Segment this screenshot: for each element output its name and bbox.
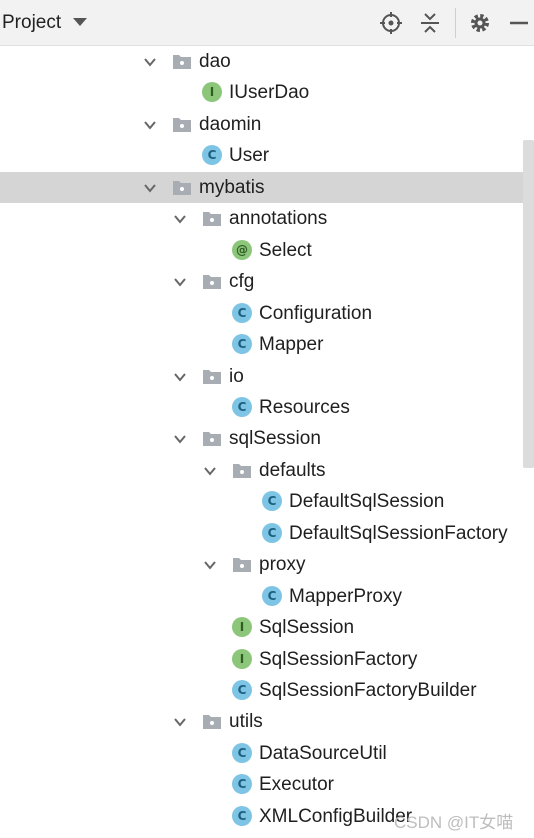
tree-item-label: Select bbox=[259, 239, 312, 261]
tree-item-label: MapperProxy bbox=[289, 585, 402, 607]
class-icon: C bbox=[232, 680, 252, 700]
gear-icon[interactable] bbox=[468, 11, 492, 35]
chevron-down-icon[interactable] bbox=[173, 715, 187, 729]
chevron-down-icon[interactable] bbox=[203, 464, 217, 478]
chevron-down-icon[interactable] bbox=[203, 558, 217, 572]
tree-item-label: cfg bbox=[229, 271, 255, 293]
tree-item-label: SqlSessionFactoryBuilder bbox=[259, 680, 477, 701]
class-icon: C bbox=[232, 774, 252, 795]
package-folder-icon bbox=[173, 55, 191, 69]
minimize-icon[interactable] bbox=[507, 11, 531, 35]
tree-file-row[interactable]: C Configuration bbox=[0, 298, 534, 329]
chevron-down-icon[interactable] bbox=[143, 55, 157, 69]
tree-file-row[interactable]: C SqlSessionFactoryBuilder bbox=[0, 675, 534, 706]
tree-folder-row[interactable]: annotations bbox=[0, 203, 534, 234]
annotation-icon: @ bbox=[232, 239, 252, 260]
tree-item-label: DefaultSqlSession bbox=[289, 491, 445, 513]
interface-icon: I bbox=[232, 617, 252, 638]
tree-file-row[interactable]: C DefaultSqlSession bbox=[0, 486, 534, 517]
class-icon: C bbox=[232, 302, 252, 323]
toolbar-separator bbox=[455, 8, 456, 38]
tree-item-label: mybatis bbox=[199, 176, 265, 198]
tree-item-label: proxy bbox=[259, 554, 306, 576]
tree-file-row[interactable]: I IUserDao bbox=[0, 77, 534, 108]
chevron-down-icon[interactable] bbox=[173, 212, 187, 226]
package-folder-icon bbox=[203, 432, 221, 447]
tree-item-label: IUserDao bbox=[229, 82, 310, 104]
tree-item-label: annotations bbox=[229, 208, 328, 230]
class-icon: C bbox=[232, 396, 252, 417]
tree-file-row[interactable]: C XMLConfigBuilder bbox=[0, 801, 534, 832]
class-icon: C bbox=[232, 805, 252, 826]
tree-folder-row[interactable]: io bbox=[0, 361, 534, 392]
tree-item-label: defaults bbox=[259, 459, 326, 481]
tree-folder-row[interactable]: mybatis bbox=[0, 171, 534, 203]
class-icon: C bbox=[232, 742, 252, 763]
interface-icon: I bbox=[232, 648, 252, 669]
tree-folder-row[interactable]: cfg bbox=[0, 266, 534, 297]
package-folder-icon bbox=[233, 463, 251, 478]
tree-item-label: SqlSession bbox=[259, 617, 355, 639]
tree-file-row[interactable]: C DataSourceUtil bbox=[0, 738, 534, 769]
tree-item-label: SqlSessionFactory bbox=[259, 648, 418, 670]
package-folder-icon bbox=[203, 715, 221, 730]
tree-item-label: sqlSession bbox=[229, 428, 321, 450]
chevron-down-icon[interactable] bbox=[173, 432, 187, 446]
tree-item-label: Mapper bbox=[259, 334, 324, 356]
tree-item-label: Executor bbox=[259, 774, 334, 796]
chevron-down-icon[interactable] bbox=[173, 275, 187, 289]
package-folder-icon bbox=[203, 212, 221, 227]
tree-item-label: Resources bbox=[259, 396, 350, 418]
tree-item-label: dao bbox=[199, 51, 231, 72]
project-view-title[interactable]: Project bbox=[2, 12, 62, 33]
tree-folder-row[interactable]: defaults bbox=[0, 455, 534, 486]
tree-item-label: DefaultSqlSessionFactory bbox=[289, 522, 508, 544]
tree-file-row[interactable]: C DefaultSqlSessionFactory bbox=[0, 518, 534, 549]
tree-folder-row[interactable]: sqlSession bbox=[0, 423, 534, 454]
class-icon: C bbox=[262, 491, 282, 512]
chevron-down-icon[interactable] bbox=[143, 118, 157, 132]
locate-icon[interactable] bbox=[379, 11, 403, 35]
interface-icon: I bbox=[202, 82, 222, 103]
class-icon: C bbox=[262, 522, 282, 543]
tree-folder-row[interactable]: daomin bbox=[0, 109, 534, 140]
tree-item-label: utils bbox=[229, 711, 263, 733]
tree-file-row[interactable]: C User bbox=[0, 140, 534, 171]
package-folder-icon bbox=[203, 369, 221, 384]
class-icon: C bbox=[202, 145, 222, 166]
vertical-scrollbar[interactable] bbox=[523, 140, 534, 468]
tree-item-label: daomin bbox=[199, 113, 262, 135]
tree-file-row[interactable]: I SqlSessionFactory bbox=[0, 644, 534, 675]
package-folder-icon bbox=[173, 117, 191, 132]
class-icon: C bbox=[232, 334, 252, 355]
tree-file-row[interactable]: C MapperProxy bbox=[0, 581, 534, 612]
tree-folder-row[interactable]: dao bbox=[0, 46, 534, 77]
tree-folder-row[interactable]: utils bbox=[0, 706, 534, 737]
tree-file-row[interactable]: @ Select bbox=[0, 235, 534, 266]
tree-file-row[interactable]: C Executor bbox=[0, 769, 534, 800]
package-folder-icon bbox=[173, 180, 191, 195]
tree-file-row[interactable]: I SqlSession bbox=[0, 612, 534, 643]
tree-folder-row[interactable]: proxy bbox=[0, 549, 534, 580]
chevron-down-icon[interactable] bbox=[173, 370, 187, 384]
view-dropdown-icon[interactable] bbox=[73, 18, 87, 26]
collapse-all-icon[interactable] bbox=[418, 11, 442, 35]
tree-file-row[interactable]: C Resources bbox=[0, 392, 534, 423]
class-icon: C bbox=[262, 585, 282, 606]
tree-item-label: DataSourceUtil bbox=[259, 742, 387, 764]
chevron-down-icon[interactable] bbox=[143, 181, 157, 195]
package-folder-icon bbox=[203, 275, 221, 290]
tree-item-label: io bbox=[229, 365, 244, 387]
tree-item-label: XMLConfigBuilder bbox=[259, 805, 413, 827]
package-folder-icon bbox=[233, 558, 251, 573]
project-toolbar: Project bbox=[0, 0, 534, 46]
tree-item-label: Configuration bbox=[259, 302, 373, 324]
tree-file-row[interactable]: C Mapper bbox=[0, 329, 534, 360]
tree-item-label: User bbox=[229, 145, 270, 167]
